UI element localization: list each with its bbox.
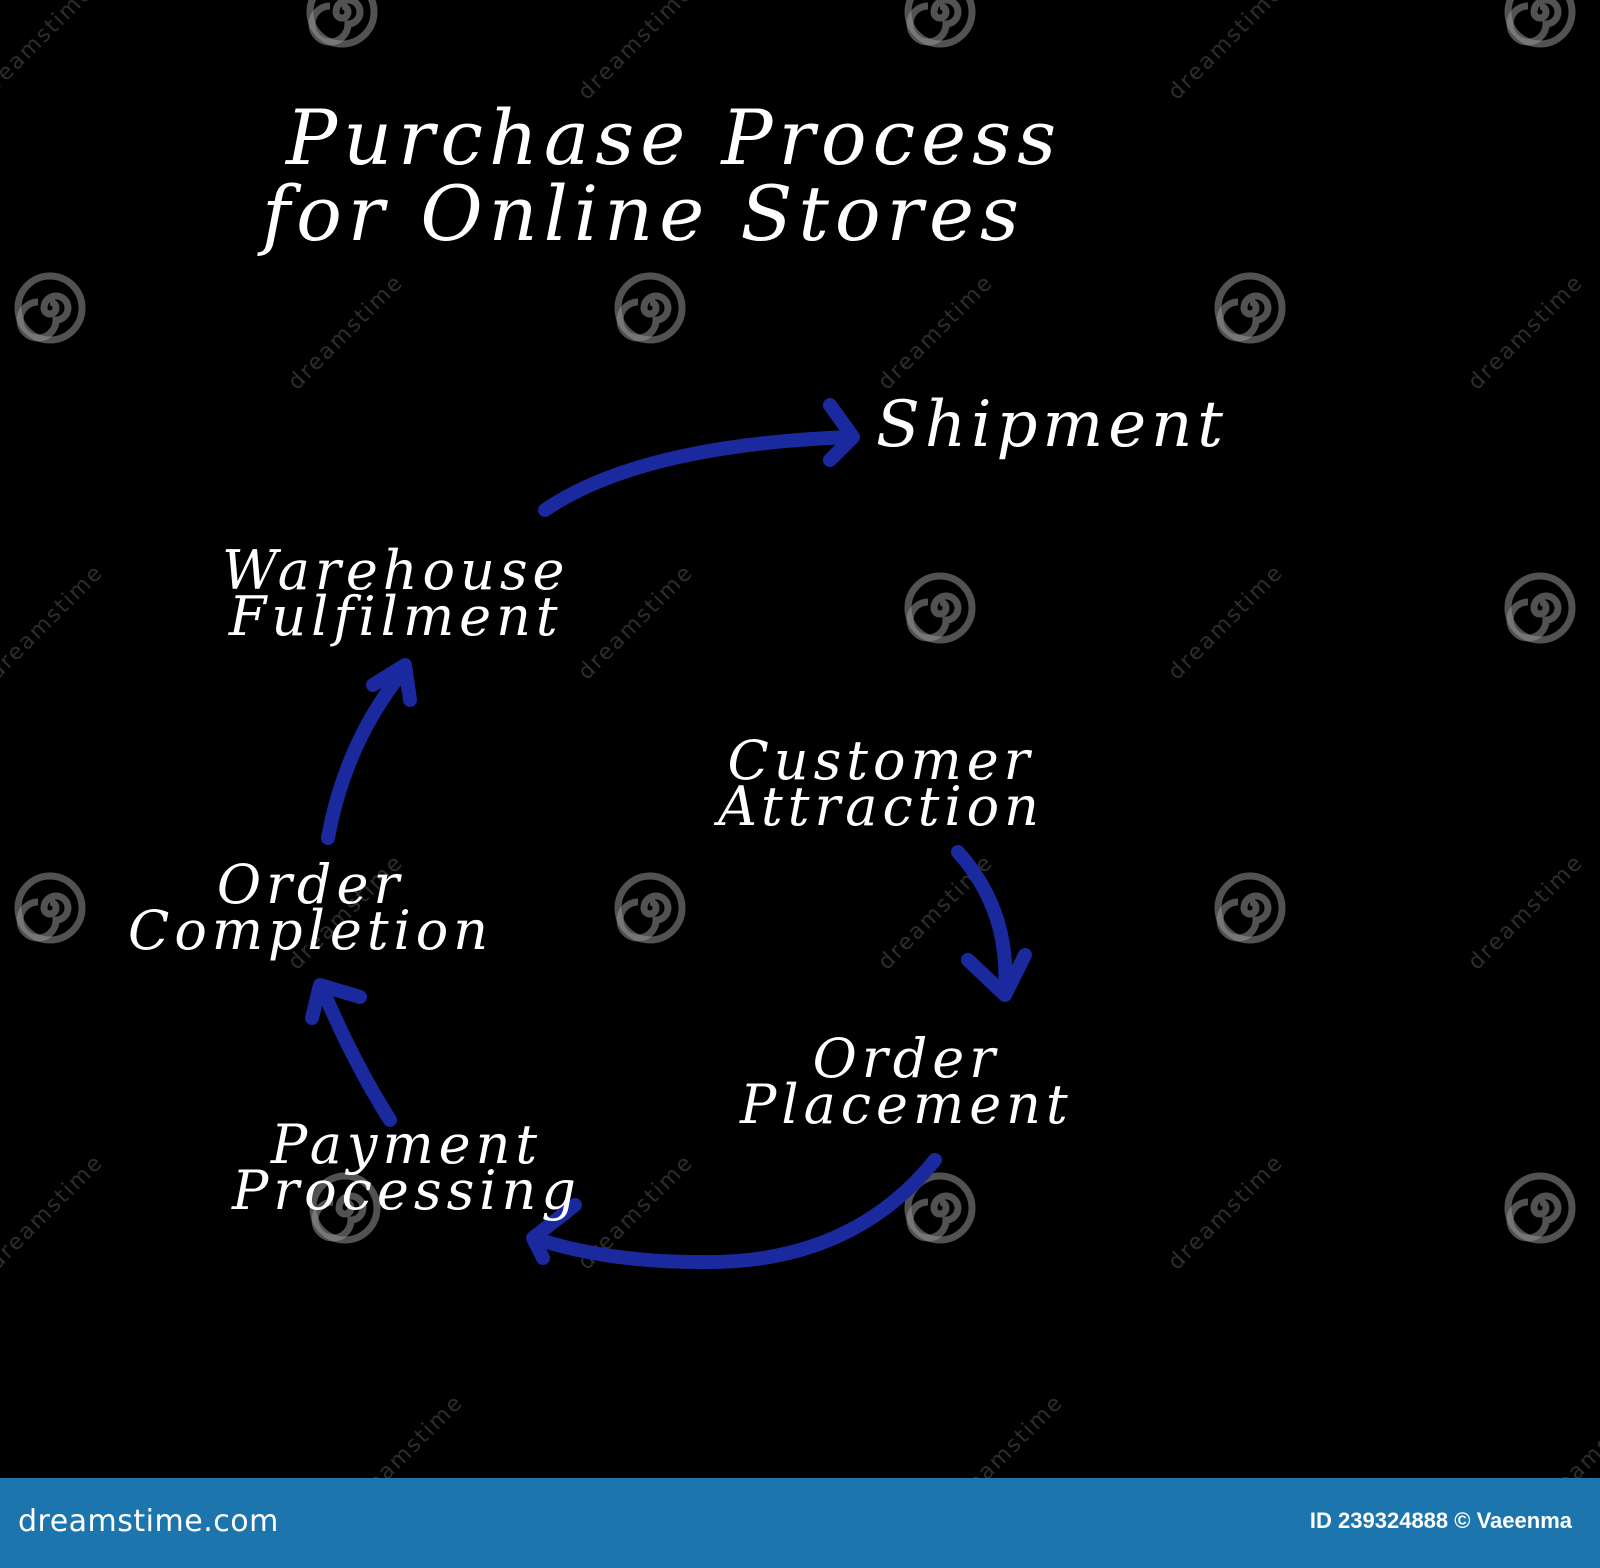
swirl-logo-icon bbox=[14, 272, 86, 344]
arrow-placement-to-payment bbox=[533, 1153, 942, 1270]
step-attraction-line-1: Customer bbox=[727, 729, 1035, 792]
step-warehouse-fulfilment: Warehouse Fulfilment bbox=[222, 539, 570, 649]
step-placement-line-1: Order bbox=[812, 1027, 1001, 1090]
swirl-logo-icon bbox=[309, 1172, 381, 1244]
step-completion-line-2: Completion bbox=[128, 899, 494, 963]
footer-bar: dreamstime.com ID 239324888 © Vaeenma bbox=[0, 1478, 1600, 1568]
arrowhead-placement bbox=[961, 948, 1032, 1002]
step-payment-processing: Payment Processing bbox=[232, 1113, 581, 1223]
swirl-logo-icon bbox=[1214, 872, 1286, 944]
swirl-logo-icon bbox=[1504, 1172, 1576, 1244]
swirl-logo-icon bbox=[614, 872, 686, 944]
swirl-logo-icon bbox=[1504, 572, 1576, 644]
swirl-logo-icon bbox=[1504, 0, 1576, 48]
step-completion-line-1: Order bbox=[216, 853, 405, 916]
arrowhead-shipment bbox=[823, 398, 860, 467]
step-payment-line-1: Payment bbox=[270, 1113, 543, 1176]
swirl-logo-icon bbox=[904, 1172, 976, 1244]
arrowhead-warehouse bbox=[366, 658, 417, 707]
cycle-arrows bbox=[305, 398, 1032, 1270]
title-line-2: for Online Stores bbox=[262, 169, 1025, 258]
step-payment-line-2: Processing bbox=[232, 1159, 581, 1223]
step-order-completion: Order Completion bbox=[128, 853, 494, 963]
footer-site-name[interactable]: dreamstime.com bbox=[18, 1504, 279, 1539]
swirl-logo-icon bbox=[306, 0, 378, 48]
swirl-logo-icon bbox=[904, 0, 976, 48]
footer-image-credit: ID 239324888 © Vaeenma bbox=[1309, 1508, 1572, 1533]
step-warehouse-line-2: Fulfilment bbox=[228, 585, 563, 649]
watermark-logos bbox=[14, 0, 1576, 1244]
swirl-logo-icon bbox=[614, 272, 686, 344]
arrowhead-completion bbox=[305, 978, 367, 1025]
title-line-1: Purchase Process bbox=[286, 93, 1063, 182]
step-placement-line-2: Placement bbox=[740, 1073, 1073, 1137]
arrowhead-payment bbox=[526, 1198, 582, 1265]
step-attraction-line-2: Attraction bbox=[718, 775, 1044, 839]
arrow-completion-to-warehouse bbox=[321, 668, 407, 845]
step-warehouse-line-1: Warehouse bbox=[222, 539, 570, 602]
swirl-logo-icon bbox=[904, 572, 976, 644]
arrow-payment-to-completion bbox=[318, 988, 397, 1127]
step-customer-attraction: Customer Attraction bbox=[718, 729, 1044, 839]
step-order-placement: Order Placement bbox=[740, 1027, 1073, 1137]
arrow-warehouse-to-shipment bbox=[538, 430, 857, 517]
arrow-attraction-to-placement bbox=[951, 845, 1013, 997]
step-shipment: Shipment bbox=[876, 388, 1228, 462]
swirl-logo-icon bbox=[1214, 272, 1286, 344]
swirl-logo-icon bbox=[14, 872, 86, 944]
